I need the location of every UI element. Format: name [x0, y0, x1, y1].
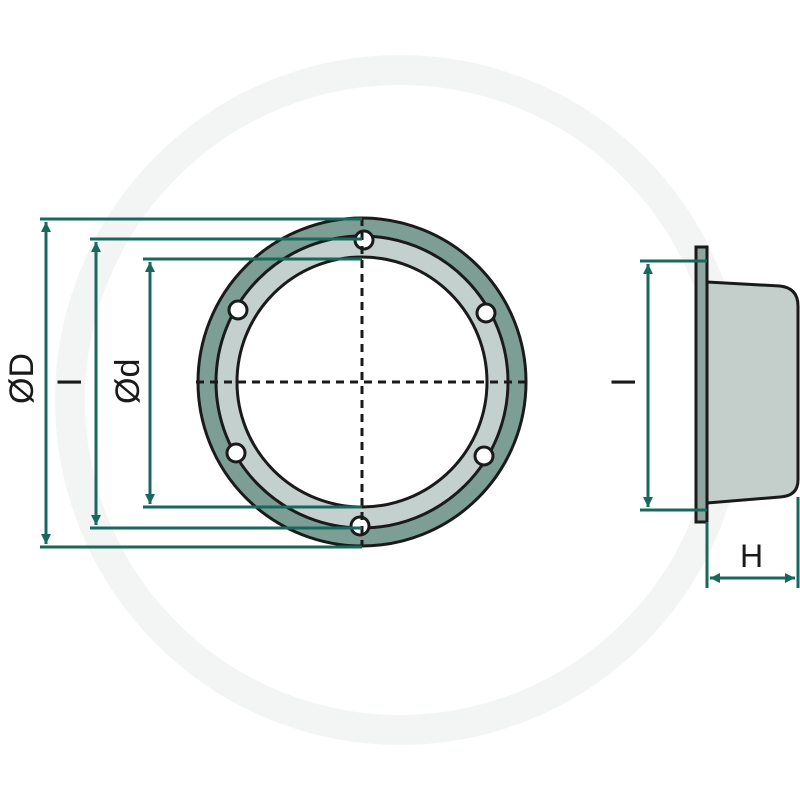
bolt-hole-icon — [349, 515, 371, 537]
side-dimension-lines — [640, 259, 800, 588]
label-height: H — [740, 538, 764, 574]
bolt-hole-icon — [475, 302, 497, 324]
front-dimension-arrows — [41, 222, 155, 544]
flange-plate — [694, 245, 709, 524]
label-side-height: I — [605, 377, 643, 387]
bolt-hole-icon — [473, 445, 495, 467]
bolt-hole-icon — [227, 299, 249, 321]
label-inner-diameter: Ød — [109, 358, 147, 404]
side-view — [694, 245, 800, 524]
front-extension-lines — [40, 217, 362, 549]
cup-body — [705, 280, 800, 505]
bolt-holes — [225, 229, 497, 537]
front-view — [196, 216, 528, 548]
label-bolt-circle: I — [51, 377, 89, 387]
bolt-hole-icon — [225, 442, 247, 464]
label-outer-diameter: ØD — [3, 353, 41, 404]
